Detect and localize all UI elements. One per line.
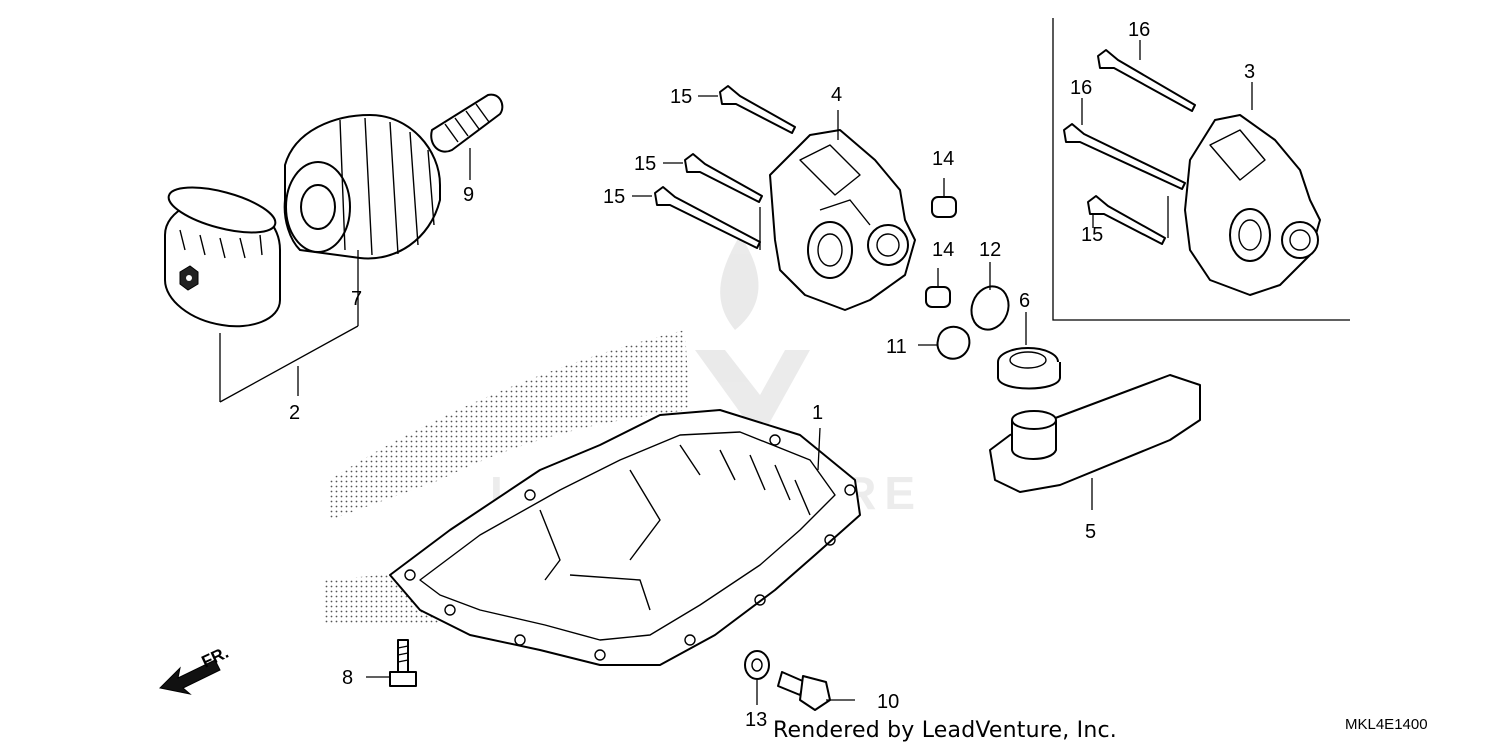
oil-pump	[769, 129, 916, 311]
callout-9: 9	[463, 184, 474, 206]
callout-15-inset: 15	[1081, 224, 1103, 246]
callout-13: 13	[745, 709, 767, 731]
oil-pump-assembly-inset	[1184, 114, 1321, 296]
callout-8: 8	[342, 667, 353, 689]
o-rings	[936, 285, 1010, 360]
callout-10: 10	[877, 691, 899, 713]
leader-lines	[219, 40, 1253, 705]
callout-14-upper: 14	[932, 148, 954, 170]
callout-11: 11	[886, 336, 907, 358]
callout-6: 6	[1019, 290, 1030, 312]
render-credit: Rendered by LeadVenture, Inc.	[773, 718, 1117, 743]
oil-strainer	[989, 374, 1201, 493]
front-direction-arrow	[158, 659, 221, 695]
callout-15-bottom: 15	[603, 186, 625, 208]
collar	[997, 347, 1061, 390]
callout-14-lower: 14	[932, 239, 954, 261]
inset-frame	[1052, 18, 1350, 321]
callout-12: 12	[979, 239, 1001, 261]
callout-15-top: 15	[670, 86, 692, 108]
drain-washer	[744, 650, 770, 680]
callout-3: 3	[1244, 61, 1255, 83]
oil-pan	[389, 409, 861, 666]
callout-4: 4	[831, 84, 842, 106]
diagram-code: MKL4E1400	[1345, 716, 1428, 733]
callout-1: 1	[812, 402, 823, 424]
oil-filter	[283, 114, 441, 260]
callout-15-middle: 15	[634, 153, 656, 175]
oil-filter-nipple	[430, 93, 504, 153]
callout-16-top: 16	[1128, 19, 1150, 41]
watermark-emblem	[695, 235, 810, 440]
flange-bolt-8	[389, 639, 417, 687]
drain-bolt	[777, 671, 831, 711]
oil-filter-cartridge	[164, 186, 281, 328]
callout-2: 2	[289, 402, 300, 424]
callout-16-middle: 16	[1070, 77, 1092, 99]
callout-7: 7	[351, 288, 362, 310]
callout-5: 5	[1085, 521, 1096, 543]
dowel-pins	[925, 196, 957, 308]
flange-bolts	[654, 49, 1196, 249]
